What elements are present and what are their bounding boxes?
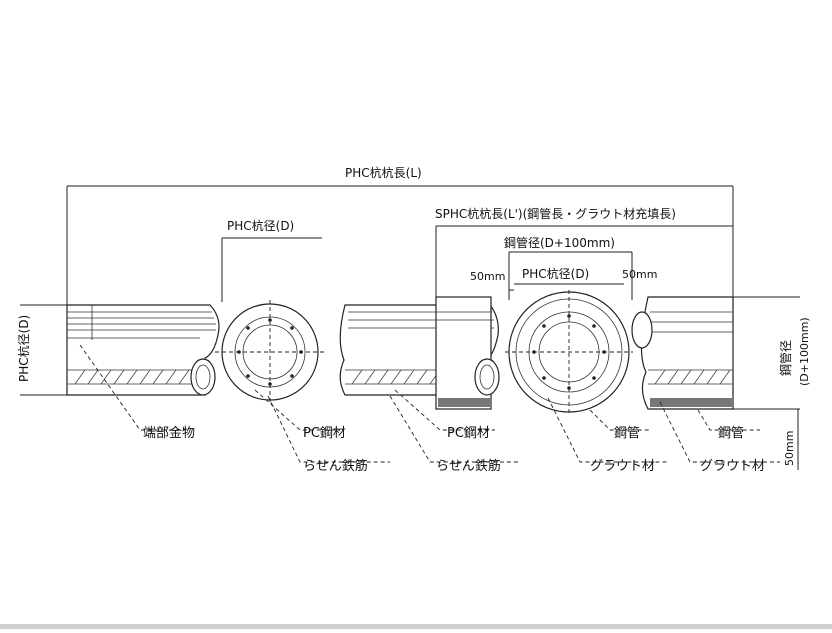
- phc-diameter-top: PHC杭径(D): [221, 218, 322, 302]
- sphc-length-label: SPHC杭杭長(L')(鋼管長・グラウト材充填長): [435, 206, 676, 221]
- steel-diameter-side-sublabel: (D+100mm): [798, 317, 811, 386]
- callout-pc-steel-2: PC鋼材: [447, 426, 490, 441]
- callout-spiral-1: らせん鉄筋: [303, 458, 368, 474]
- callout-steel-pipe-2: 鋼管: [718, 426, 744, 441]
- pile-segment-middle: [339, 296, 500, 410]
- phc-length-dimension: PHC杭杭長(L): [66, 165, 734, 305]
- callout-end-fitting: 端部金物: [143, 425, 195, 441]
- gap-right-label: 50mm: [622, 268, 657, 281]
- steel-diameter-side: 鋼管径 (D+100mm) 50mm: [733, 296, 811, 470]
- steel-diameter-side-label: 鋼管径: [778, 340, 793, 376]
- phc-length-label: PHC杭杭長(L): [345, 165, 422, 180]
- phc-diameter-side: PHC杭径(D): [16, 304, 67, 396]
- cross-section-right: [505, 290, 633, 414]
- gap-left-label: 50mm: [470, 270, 505, 283]
- callout-spiral-2: らせん鉄筋: [436, 458, 501, 474]
- callout-leaders: [79, 344, 780, 463]
- steel-diameter-label: 鋼管径(D+100mm): [504, 235, 615, 250]
- pile-segment-left: [66, 304, 220, 396]
- phc-diameter-top-label: PHC杭径(D): [227, 218, 294, 233]
- cross-section-left: [215, 300, 325, 405]
- bottom-scrollbar-track: [0, 624, 832, 629]
- callout-grout-2: グラウト材: [700, 459, 765, 474]
- callout-steel-pipe-1: 鋼管: [614, 426, 640, 441]
- callout-pc-steel-1: PC鋼材: [303, 426, 346, 441]
- callout-grout-1: グラウト材: [590, 459, 655, 474]
- sphc-length-dimension: SPHC杭杭長(L')(鋼管長・グラウト材充填長): [435, 206, 733, 297]
- pile-segment-right: [631, 296, 734, 410]
- steel-diameter-dimension: 鋼管径(D+100mm) 50mm PHC杭径(D) 50mm: [470, 235, 657, 300]
- gap-side-label: 50mm: [783, 431, 796, 466]
- phc-diameter-side-label: PHC杭径(D): [16, 315, 31, 382]
- phc-diameter-mid-label: PHC杭径(D): [522, 266, 589, 281]
